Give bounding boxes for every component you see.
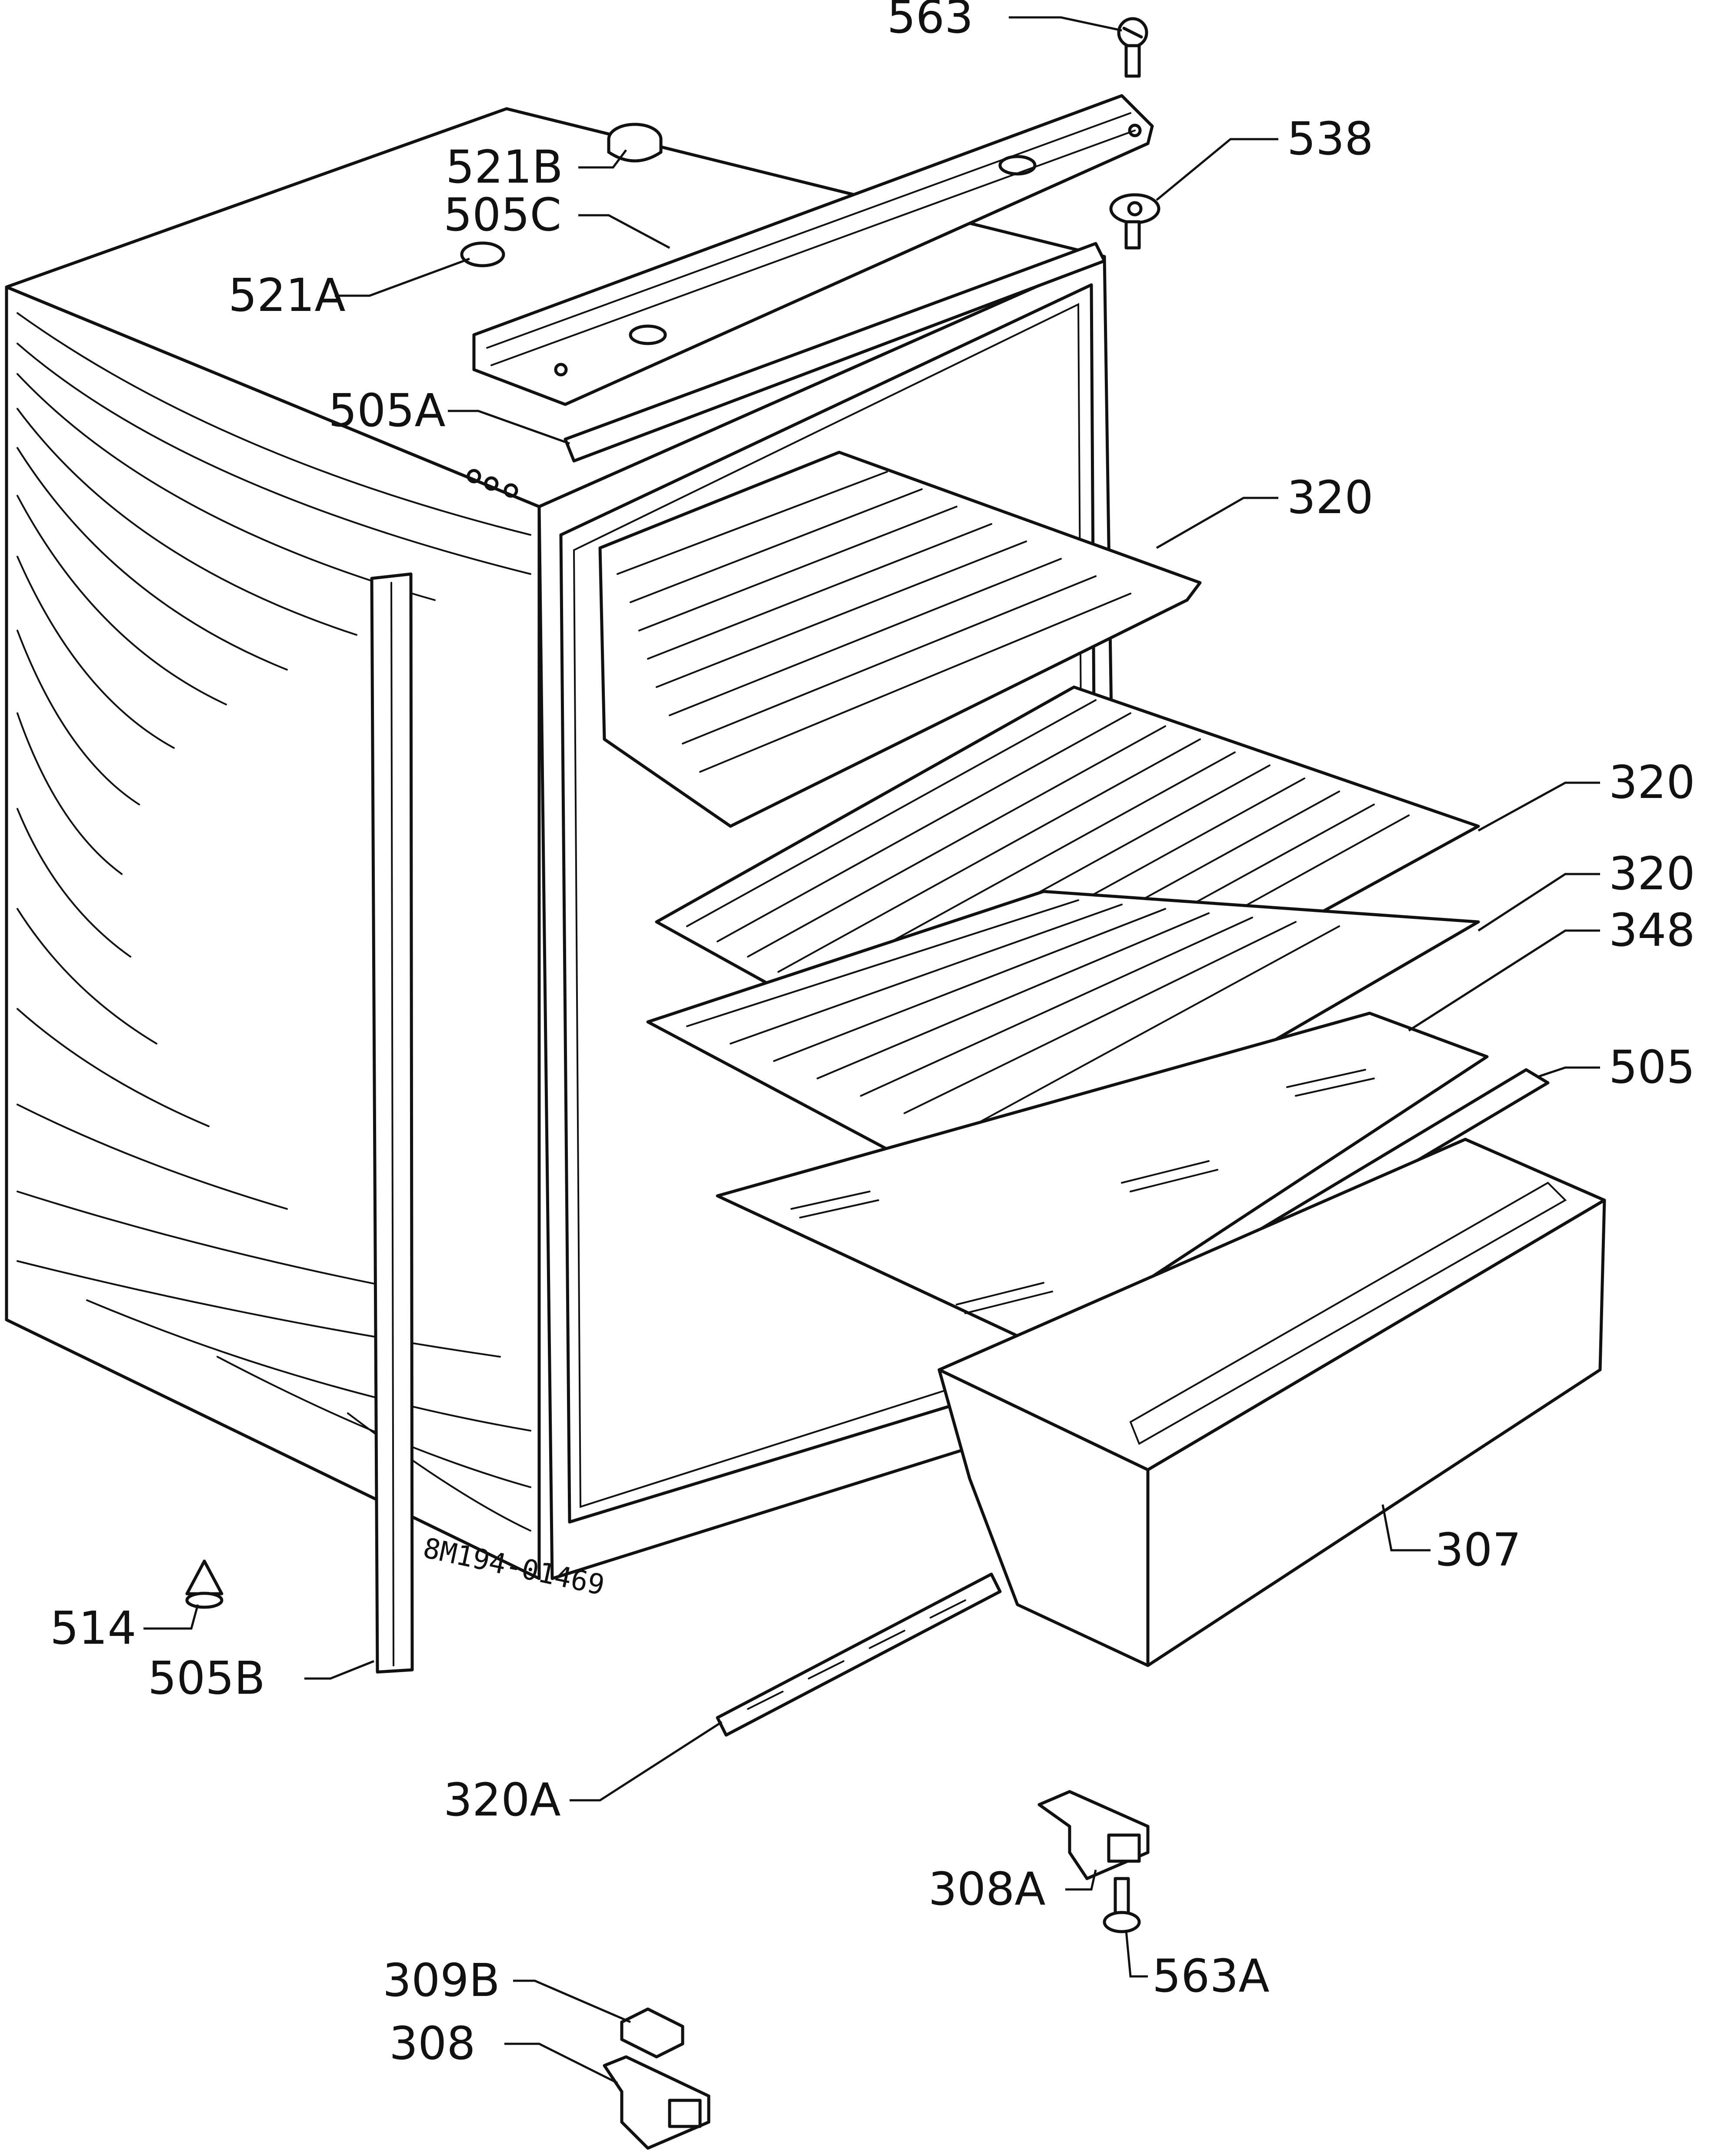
label-307: 307 bbox=[1435, 1523, 1521, 1576]
label-320-top: 320 bbox=[1287, 471, 1374, 524]
hinge-plate bbox=[472, 94, 1154, 406]
label-521B: 521B bbox=[446, 140, 563, 194]
shelf-support-rail bbox=[716, 1572, 1002, 1737]
shelf-lower bbox=[646, 890, 1480, 1206]
label-348: 348 bbox=[1609, 904, 1695, 957]
label-320A: 320A bbox=[444, 1773, 561, 1826]
label-563A: 563A bbox=[1152, 1949, 1270, 2002]
side-panel-shading bbox=[17, 312, 531, 1532]
label-505: 505 bbox=[1609, 1041, 1695, 1094]
label-308A: 308A bbox=[928, 1862, 1046, 1916]
label-514: 514 bbox=[50, 1602, 137, 1655]
crisper-drawer bbox=[937, 1138, 1606, 1667]
hinge-pin-538 bbox=[1109, 193, 1160, 250]
label-538: 538 bbox=[1287, 112, 1374, 165]
cap-521A bbox=[460, 241, 505, 267]
bracket-308A bbox=[1037, 1790, 1150, 1880]
foot-514 bbox=[185, 1559, 223, 1609]
shelf-top bbox=[598, 451, 1202, 828]
label-563: 563 bbox=[887, 0, 974, 43]
label-505C: 505C bbox=[444, 188, 561, 241]
glass-hatching bbox=[790, 1069, 1375, 1314]
door-seal-groove bbox=[390, 582, 394, 1666]
label-505A: 505A bbox=[328, 384, 446, 437]
label-505B: 505B bbox=[148, 1652, 265, 1705]
screw-563A bbox=[1103, 1877, 1141, 1933]
glass-shelf bbox=[716, 1011, 1489, 1350]
top-rail bbox=[564, 242, 1106, 463]
screw-563 bbox=[1117, 17, 1148, 78]
label-521A: 521A bbox=[228, 269, 346, 322]
cap-521B bbox=[607, 123, 663, 163]
label-309B: 309B bbox=[383, 1954, 500, 2007]
bracket-308 bbox=[603, 2055, 710, 2150]
label-320-low: 320 bbox=[1609, 847, 1695, 900]
label-320-mid: 320 bbox=[1609, 756, 1695, 809]
top-hole bbox=[484, 476, 499, 491]
leader-lines bbox=[143, 16, 1600, 2084]
cap-309B bbox=[620, 2007, 684, 2059]
top-hole bbox=[504, 483, 518, 498]
label-308: 308 bbox=[389, 2017, 476, 2070]
part-labels: 563 521B 538 505C 521A 505A 320 320 320 … bbox=[50, 0, 1695, 2070]
top-hole bbox=[467, 469, 481, 484]
